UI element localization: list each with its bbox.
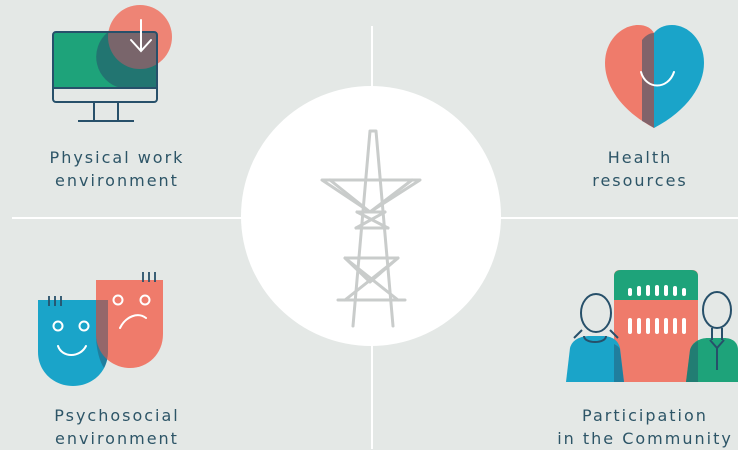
power-pylon-icon (320, 129, 422, 328)
people-building-icon (566, 270, 738, 382)
heart-smile-icon (605, 25, 704, 128)
label-line: Physical work (49, 148, 185, 167)
label-line: environment (55, 171, 179, 190)
label-line: Psychosocial (54, 406, 180, 425)
label-line: in the Community (557, 429, 733, 448)
label-line: Participation (582, 406, 708, 425)
label-health-resources: Health resources (560, 146, 720, 192)
label-physical-work-environment: Physical work environment (12, 146, 222, 192)
center-circle (241, 86, 501, 346)
theater-masks-icon (38, 272, 163, 386)
label-line: resources (592, 171, 688, 190)
label-participation-in-the-community: Participation in the Community (530, 404, 738, 450)
label-line: Health (607, 148, 673, 167)
label-line: environment (55, 429, 179, 448)
label-psychosocial-environment: Psychosocial environment (12, 404, 222, 450)
computer-monitor-download-icon (52, 5, 172, 122)
